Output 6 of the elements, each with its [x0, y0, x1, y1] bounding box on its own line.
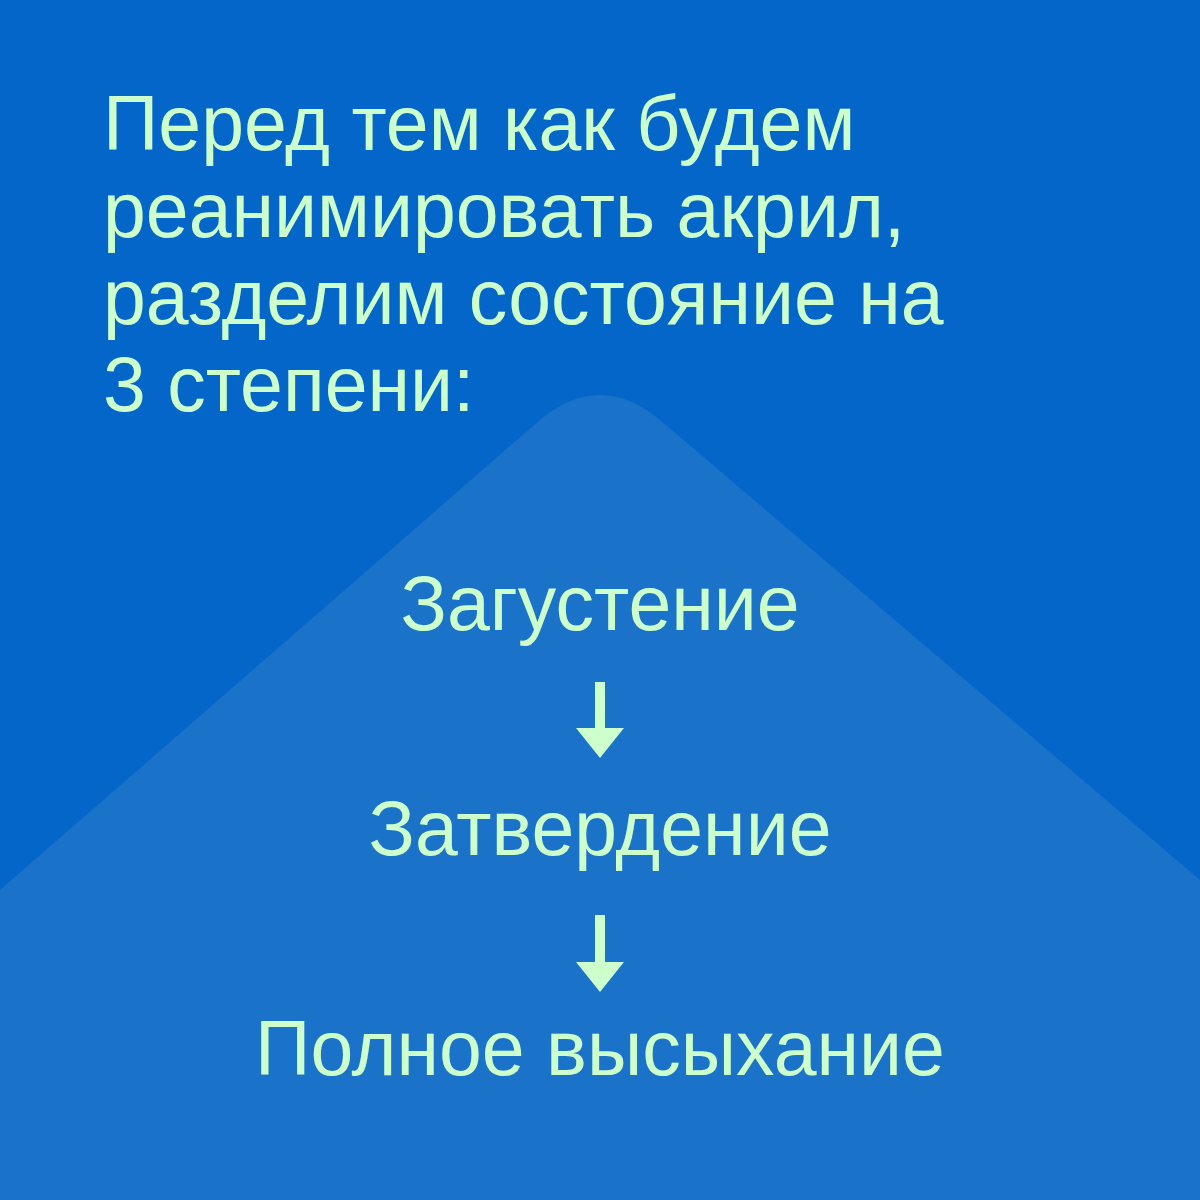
step-label: Загустение	[400, 560, 800, 646]
step-label: Полное высыхание	[255, 1005, 945, 1091]
step-label: Затвердение	[368, 785, 832, 871]
arrow	[576, 915, 624, 992]
arrow	[576, 682, 624, 758]
title-heading: Перед тем как будем реанимировать акрил, разделим состояние на 3 степени:	[103, 80, 945, 428]
